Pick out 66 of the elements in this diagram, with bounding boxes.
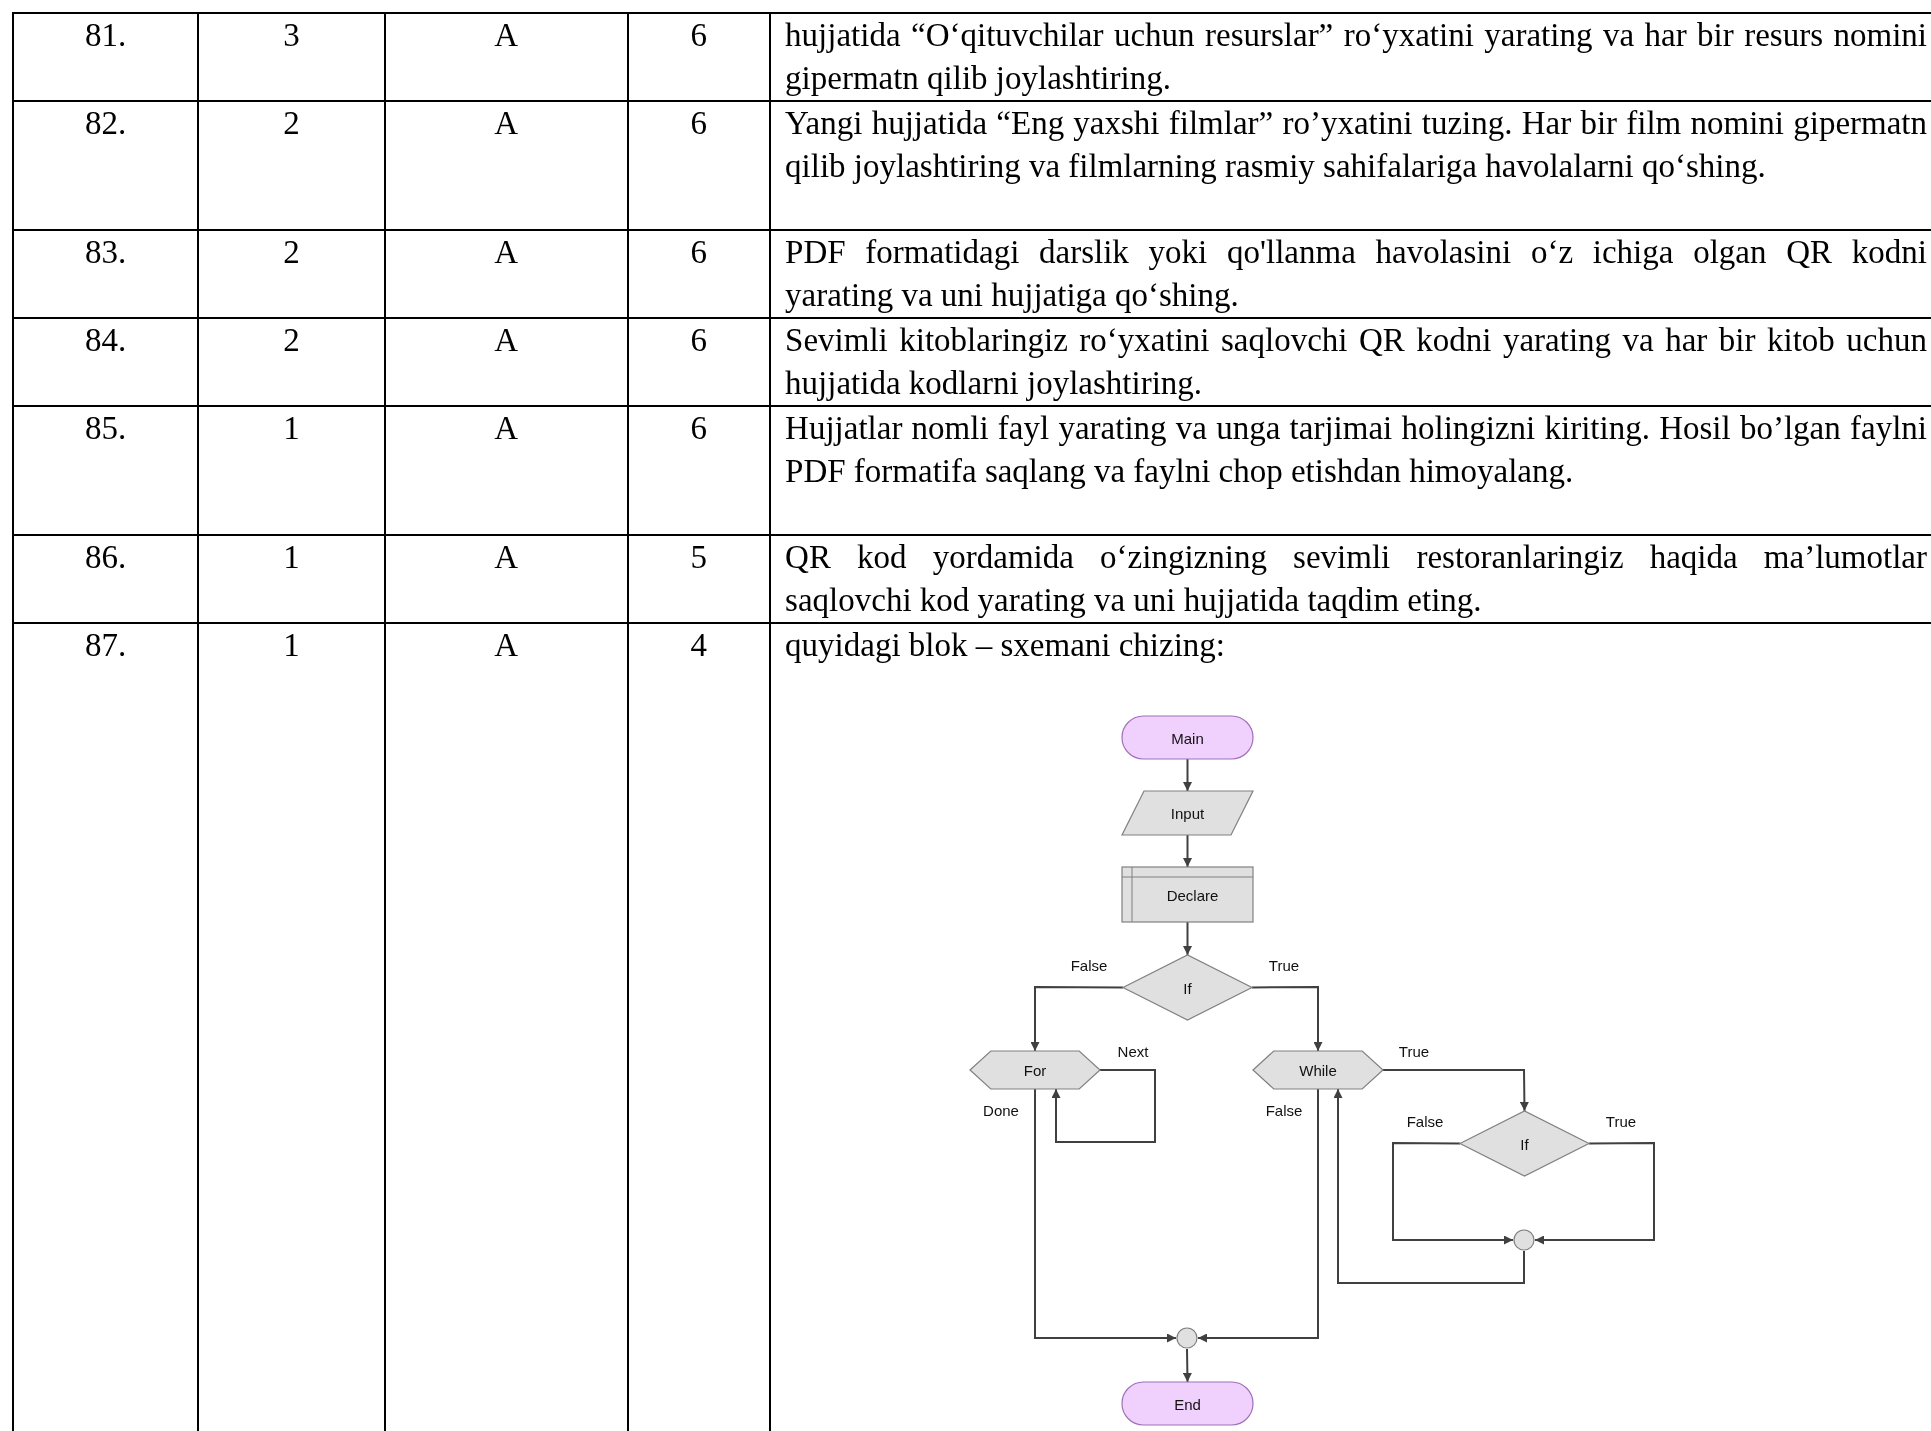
terminator-shape <box>1122 716 1253 759</box>
points-value: 2 <box>283 322 300 358</box>
points-value: 1 <box>283 539 300 575</box>
connector-arrow <box>1251 986 1323 1052</box>
row-number: 83. <box>85 234 127 270</box>
points-value: 1 <box>283 627 300 663</box>
node-label: While <box>1298 1061 1338 1079</box>
connector-arrow <box>1051 1069 1156 1143</box>
connector-arrow <box>1034 1088 1177 1343</box>
input-parallelogram <box>1122 791 1253 835</box>
grade-value: 6 <box>690 105 708 141</box>
grade-value: 6 <box>690 322 708 358</box>
level-letter: A <box>494 410 519 446</box>
node-label: Input <box>1169 804 1206 822</box>
connector-arrow <box>1183 834 1192 868</box>
grade-value: 4 <box>690 627 708 663</box>
node-label: End <box>1173 1395 1202 1412</box>
node-label: Main <box>1170 729 1205 746</box>
loop-hexagon <box>970 1051 1100 1089</box>
level-letter: A <box>494 105 519 141</box>
node-label: If <box>1182 979 1193 996</box>
row-number: 84. <box>85 322 127 358</box>
task-text: quyidagi blok – sxemani chizing: <box>785 627 1225 663</box>
row-number: 87. <box>85 627 127 663</box>
node-label: If <box>1519 1135 1530 1152</box>
task-text: Sevimli kitoblaringiz ro‘yxatini saqlovchi QR kodni yarating va har bir kitob uchun hujjatida kodlarni joylashtiring. <box>785 322 1927 401</box>
grade-value: 6 <box>690 410 708 446</box>
task-text: Yangi hujjatida “Eng yaxshi filmlar” ro’yxatini tuzing. Har bir film nomini gipermatn qilib joylashtiring va filmlarning rasmiy sahifalariga havolalarni qo‘shing. <box>785 105 1927 184</box>
row-number: 81. <box>85 17 127 53</box>
connector-arrow <box>1197 1088 1319 1343</box>
decision-diamond <box>1460 1111 1589 1176</box>
connector-arrow <box>1534 1142 1655 1245</box>
task-text: Hujjatlar nomli fayl yarating va unga tarjimai holingizni kiriting. Hosil bo’lgan faylni PDF formatifa saqlang va faylni chop etishdan himoyalang. <box>785 410 1927 489</box>
connector-circle <box>1176 1327 1198 1349</box>
connector-arrow <box>1392 1142 1514 1245</box>
level-letter: A <box>494 234 519 270</box>
node-label: For <box>1022 1061 1048 1079</box>
grade-value: 6 <box>690 17 708 53</box>
terminator-shape <box>1122 1382 1253 1425</box>
level-letter: A <box>494 322 519 358</box>
row-number: 86. <box>85 539 127 575</box>
row-number: 85. <box>85 410 127 446</box>
connector-arrow <box>1183 921 1192 956</box>
points-value: 2 <box>283 105 300 141</box>
points-value: 2 <box>283 234 300 270</box>
connector-arrow <box>1333 1088 1525 1284</box>
points-value: 3 <box>283 17 300 53</box>
level-letter: A <box>494 17 519 53</box>
task-text: hujjatida “O‘qituvchilar uchun resurslar” ro‘yxatini yarating va har bir resurs nomini gipermatn qilib joylashtiring. <box>785 17 1927 96</box>
level-letter: A <box>494 627 519 663</box>
connector-arrow <box>1182 1348 1192 1383</box>
grade-value: 5 <box>690 539 708 575</box>
connector-arrow <box>1183 758 1192 792</box>
row-number: 82. <box>85 105 127 141</box>
level-letter: A <box>494 539 519 575</box>
connector-arrow <box>1382 1069 1529 1112</box>
grade-value: 6 <box>690 234 708 270</box>
predefined-process-box <box>1122 867 1253 922</box>
connector-arrow <box>1030 986 1124 1052</box>
connector-circle <box>1513 1229 1535 1251</box>
task-text: PDF formatidagi darslik yoki qo'llanma havolasini o‘z ichiga olgan QR kodni yarating va uni hujjatiga qo‘shing. <box>785 234 1927 313</box>
decision-diamond <box>1123 955 1252 1020</box>
loop-hexagon <box>1253 1051 1383 1089</box>
node-label: Declare <box>1165 886 1220 903</box>
points-value: 1 <box>283 410 300 446</box>
task-text: QR kod yordamida o‘zingizning sevimli restoranlaringiz haqida ma’lumotlar saqlovchi kod yarating va uni hujjatida taqdim eting. <box>785 539 1927 618</box>
